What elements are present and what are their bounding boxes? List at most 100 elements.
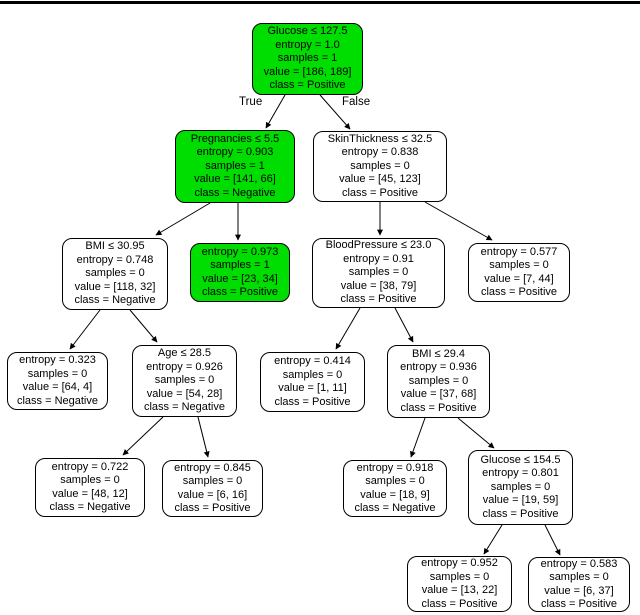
edge-bmi3095-left [69,309,101,350]
edge-glucose1545-left [483,524,503,555]
tree-leaf-entropy-0583: entropy = 0.583 samples = 0 value = [6, … [528,557,630,612]
node-samples: samples = 1 [205,159,265,172]
node-class: class = Positive [201,286,279,298]
node-class: class = Negative [16,394,98,407]
node-samples: samples = 0 [154,374,215,387]
node-class: class = Negative [74,294,156,307]
node-entropy: entropy = 0.903 [196,146,274,159]
node-value: value = [18, 9] [360,488,430,501]
tree-leaf-entropy-0414: entropy = 0.414 samples = 0 value = [1, … [260,352,365,412]
node-value: value = [13, 22] [421,584,498,596]
node-entropy: entropy = 0.577 [480,245,558,258]
tree-node-bmi-3095: BMI ≤ 30.95 entropy = 0.748 samples = 0 … [62,238,168,310]
node-samples: samples = 0 [282,368,343,381]
edge-bmi294-left [410,417,426,458]
node-value: value = [38, 79] [340,279,417,292]
tree-leaf-entropy-0952: entropy = 0.952 samples = 0 value = [13,… [407,556,512,612]
node-value: value = [48, 12] [52,487,128,500]
tree-node-bmi-294: BMI ≤ 29.4 entropy = 0.936 samples = 0 v… [387,345,490,418]
node-value: value = [37, 68] [400,388,477,401]
node-entropy: entropy = 0.414 [274,355,351,367]
node-entropy: entropy = 0.936 [400,361,477,374]
edge-age-left [122,416,164,456]
node-entropy: entropy = 0.952 [421,557,498,569]
node-class: class = Positive [269,79,346,92]
node-split-condition: Glucose ≤ 154.5 [480,453,561,466]
node-samples: samples = 1 [277,52,338,65]
node-samples: samples = 0 [182,475,243,487]
node-entropy: entropy = 0.748 [76,253,154,266]
node-entropy: entropy = 0.926 [146,360,223,373]
node-class: class = Negative [49,501,131,513]
node-entropy: entropy = 0.722 [51,460,129,473]
node-samples: samples = 1 [210,259,270,271]
node-samples: samples = 0 [429,570,490,583]
node-value: value = [7, 44] [484,272,554,285]
node-split-condition: SkinThickness ≤ 32.5 [327,132,433,145]
tree-leaf-entropy-0918: entropy = 0.918 samples = 0 value = [18,… [343,460,447,517]
edge-label-false: False [342,96,371,108]
edge-root-true [265,94,286,129]
node-value: value = [6, 37] [544,584,614,597]
node-entropy: entropy = 1.0 [275,38,340,51]
node-split-condition: Glucose ≤ 127.5 [267,25,348,38]
node-split-condition: Pregnancies ≤ 5.5 [190,132,280,145]
node-class: class = Positive [400,401,477,414]
tree-node-root-glucose: Glucose ≤ 127.5 entropy = 1.0 samples = … [252,23,363,95]
node-class: class = Positive [482,507,559,520]
node-class: class = Positive [421,597,498,610]
node-value: value = [45, 123] [339,173,421,186]
tree-leaf-entropy-0577: entropy = 0.577 samples = 0 value = [7, … [468,243,570,302]
node-entropy: entropy = 0.973 [201,245,279,258]
node-split-condition: BloodPressure ≤ 23.0 [325,239,432,252]
node-samples: samples = 0 [60,474,120,486]
node-value: value = [19, 59] [482,494,559,507]
node-class: class = Negative [354,502,436,514]
node-entropy: entropy = 0.918 [356,461,434,474]
node-value: value = [23, 34] [202,272,278,285]
top-border-line [0,1,640,4]
node-samples: samples = 0 [350,159,410,172]
node-class: class = Negative [143,401,225,414]
node-samples: samples = 0 [490,480,551,493]
node-class: class = Positive [174,502,251,514]
node-class: class = Negative [194,186,276,199]
node-class: class = Positive [274,395,351,408]
node-value: value = [141, 66] [194,173,276,186]
node-class: class = Positive [540,598,618,610]
edge-bmi3095-right [129,309,158,343]
node-samples: samples = 0 [27,367,88,380]
node-samples: samples = 0 [549,571,609,583]
node-samples: samples = 0 [85,267,145,280]
node-samples: samples = 0 [408,374,469,387]
edge-pregnancies-left [155,202,211,236]
tree-leaf-entropy-0845: entropy = 0.845 samples = 0 value = [6, … [162,460,263,517]
node-split-condition: Age ≤ 28.5 [157,347,212,360]
edge-label-true: True [239,96,263,108]
edge-skinthickness-right [424,201,493,241]
edge-bloodpressure-left [335,307,361,350]
edge-age-right [197,416,210,458]
node-split-condition: BMI ≤ 30.95 [85,240,145,253]
tree-node-age: Age ≤ 28.5 entropy = 0.926 samples = 0 v… [132,345,237,417]
tree-node-glucose-1545: Glucose ≤ 154.5 entropy = 0.801 samples … [468,450,573,525]
node-entropy: entropy = 0.323 [19,354,96,366]
node-entropy: entropy = 0.91 [343,252,414,265]
node-samples: samples = 0 [489,259,549,271]
edge-bmi294-right [457,417,495,449]
edge-bloodpressure-right [394,307,414,343]
node-value: value = [6, 16] [177,488,248,501]
tree-node-skin-thickness: SkinThickness ≤ 32.5 entropy = 0.838 sam… [313,131,447,202]
node-value: value = [1, 11] [278,382,347,394]
tree-leaf-entropy-0323: entropy = 0.323 samples = 0 value = [64,… [7,352,108,410]
node-value: value = [54, 28] [146,387,223,400]
edge-glucose1545-right [544,524,561,556]
node-entropy: entropy = 0.845 [174,461,251,474]
tree-leaf-entropy-0973: entropy = 0.973 samples = 1 value = [23,… [190,243,290,302]
node-samples: samples = 0 [365,475,425,487]
node-entropy: entropy = 0.838 [341,146,419,159]
node-split-condition: BMI ≤ 29.4 [411,347,466,360]
node-class: class = Positive [340,293,417,306]
node-class: class = Positive [341,186,419,199]
